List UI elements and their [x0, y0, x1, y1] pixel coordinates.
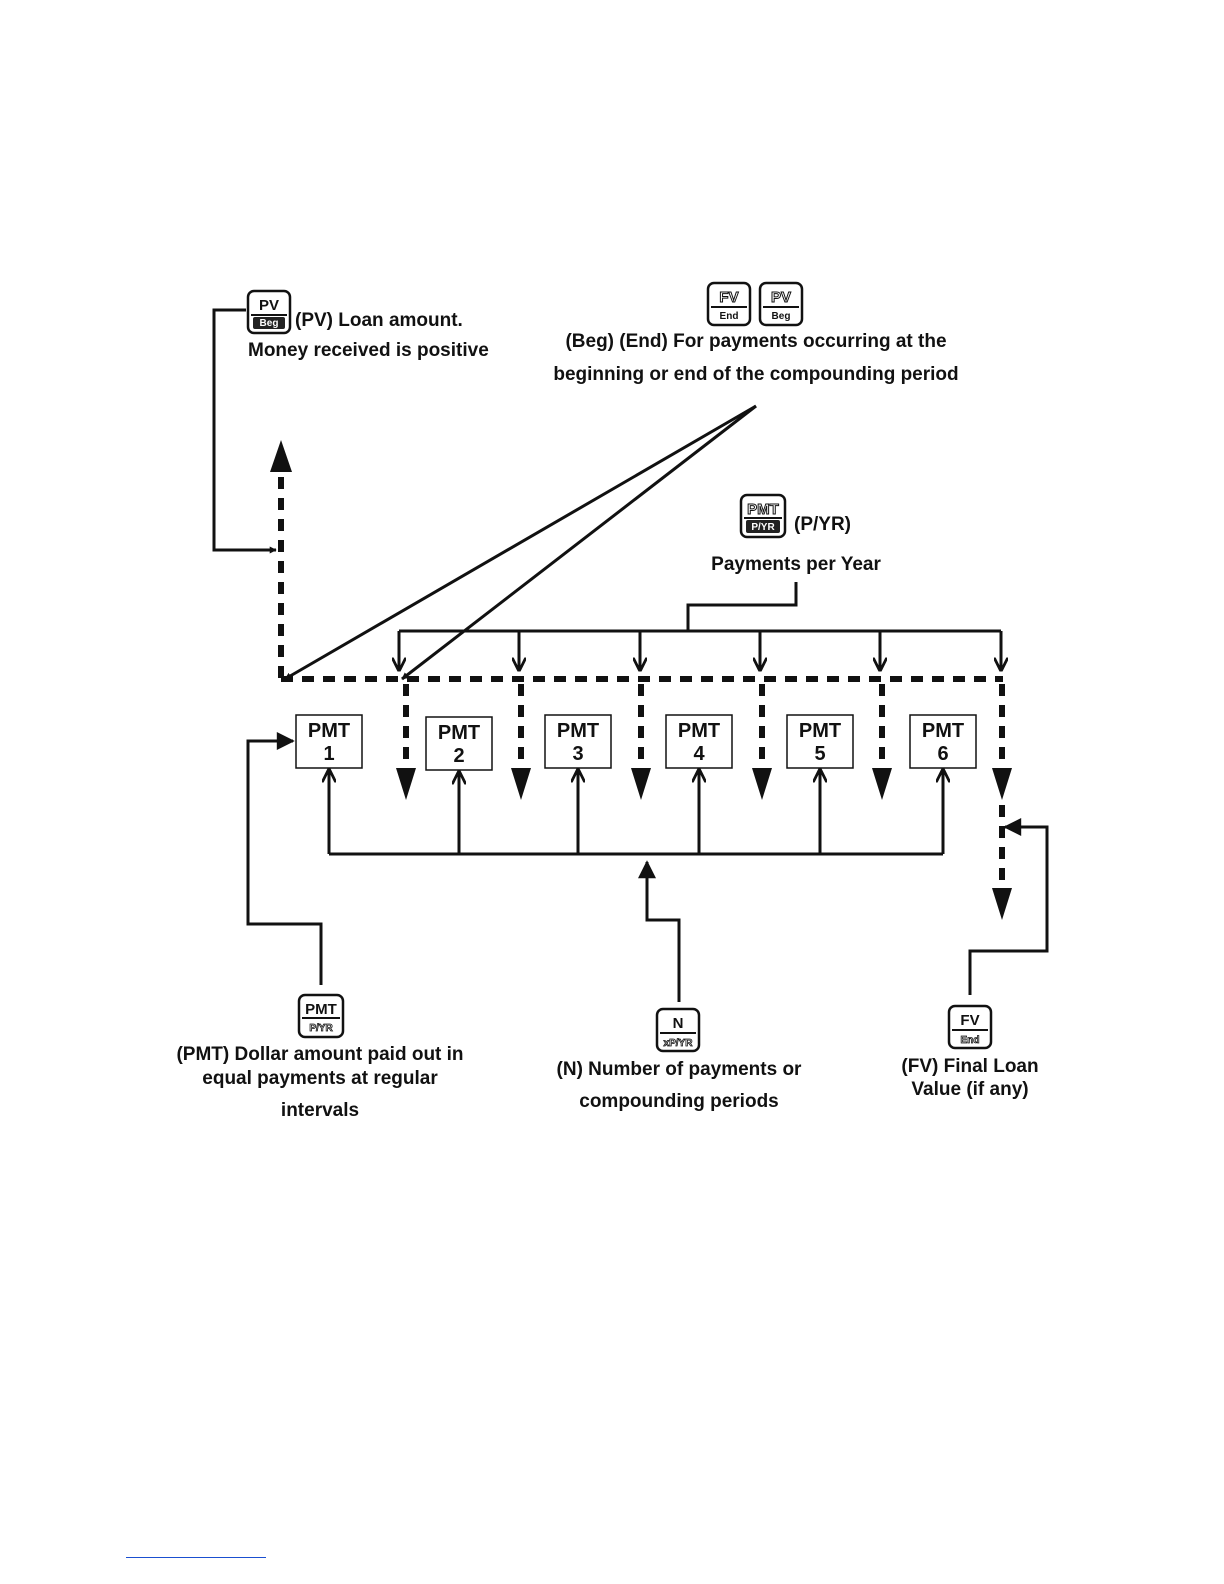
period-cashflow-arrows: [396, 684, 1012, 920]
footnote-separator: [126, 1557, 266, 1558]
pyr-title: (P/YR): [794, 514, 851, 535]
pmt-label-line2: equal payments at regular: [202, 1068, 438, 1089]
pv-beg-key-bottom-text: Beg: [772, 311, 791, 322]
pv-beg-key-top-text: PV: [771, 289, 791, 306]
pv-label-line1: (PV) Loan amount.: [295, 310, 463, 331]
pmt-pyr-key-icon: PMT P/YR: [739, 493, 787, 539]
pmt-box-label: PMT: [678, 720, 720, 742]
pmt-box-3: PMT 3: [544, 714, 612, 769]
begend-label-line2: beginning or end of the compounding peri…: [553, 364, 958, 385]
pmt-box-number: 4: [693, 743, 705, 765]
pmt-box-2: PMT 2: [425, 716, 493, 771]
pmt-box-4: PMT 4: [665, 714, 733, 769]
pyr-label: Payments per Year: [711, 554, 881, 575]
pmt-pyr-key-bottom-text: P/YR: [751, 522, 775, 533]
pv-arrowhead: [270, 440, 292, 472]
pmt-label-line1: (PMT) Dollar amount paid out in: [176, 1044, 463, 1065]
pmt-box-number: 1: [323, 743, 334, 765]
n-key-bottom-text: xP/YR: [664, 1038, 694, 1049]
beg-end-arrow-2: [401, 404, 757, 681]
fv-bottom-key-icon: FV End: [947, 1004, 993, 1050]
fv-label-line2: Value (if any): [911, 1079, 1028, 1100]
fv-connector: [968, 818, 1049, 995]
fv-end-key-bottom-text: End: [720, 311, 739, 322]
pyr-connector: [686, 582, 798, 631]
n-label-line2: compounding periods: [579, 1091, 779, 1112]
fv-end-key-top-text: FV: [719, 289, 738, 306]
pv-beg-key-icon-2: PV Beg: [758, 281, 804, 327]
n-key-top-text: N: [673, 1015, 684, 1032]
fv-bottom-key-top-text: FV: [960, 1012, 979, 1029]
pyr-drop-arrows: [399, 631, 1001, 670]
pv-beg-key-icon: PV Beg: [246, 289, 292, 335]
pmt-pyr-key-top-text: PMT: [747, 501, 779, 518]
fv-bottom-key-bottom-text: End: [961, 1035, 980, 1046]
pmt-box-label: PMT: [438, 722, 480, 744]
pmt-box-6: PMT 6: [909, 714, 977, 769]
pmt-box-label: PMT: [799, 720, 841, 742]
fv-label-line1: (FV) Final Loan: [901, 1056, 1038, 1077]
n-label-line1: (N) Number of payments or: [557, 1059, 803, 1080]
pmt-box-number: 5: [814, 743, 825, 765]
pmt-box-number: 6: [937, 743, 948, 765]
pv-key-top-text: PV: [259, 297, 279, 314]
pmt-box-number: 2: [453, 745, 464, 767]
beg-end-arrow-1: [284, 404, 757, 681]
pv-connector: [212, 308, 277, 554]
pmt-box-number: 3: [572, 743, 583, 765]
pmt-label-line3: intervals: [281, 1100, 359, 1121]
pmt-box-label: PMT: [308, 720, 350, 742]
pmt-box-label: PMT: [922, 720, 964, 742]
pv-label-line2: Money received is positive: [248, 340, 489, 361]
pmt-box-1: PMT 1: [295, 714, 363, 769]
fv-end-key-icon: FV End: [706, 281, 752, 327]
pmt-connector: [246, 732, 323, 985]
pmt-bottom-key-top-text: PMT: [305, 1001, 337, 1018]
pmt-box-5: PMT 5: [786, 714, 854, 769]
begend-label-line1: (Beg) (End) For payments occurring at th…: [565, 331, 946, 352]
n-connector: [638, 860, 681, 1002]
n-bracket-arrows: [329, 770, 943, 854]
pv-key-bottom-text: Beg: [260, 318, 279, 329]
n-key-icon: N xP/YR: [655, 1007, 701, 1053]
pmt-bottom-key-bottom-text: P/YR: [309, 1023, 333, 1034]
pmt-bottom-key-icon: PMT P/YR: [297, 993, 345, 1039]
pmt-box-label: PMT: [557, 720, 599, 742]
